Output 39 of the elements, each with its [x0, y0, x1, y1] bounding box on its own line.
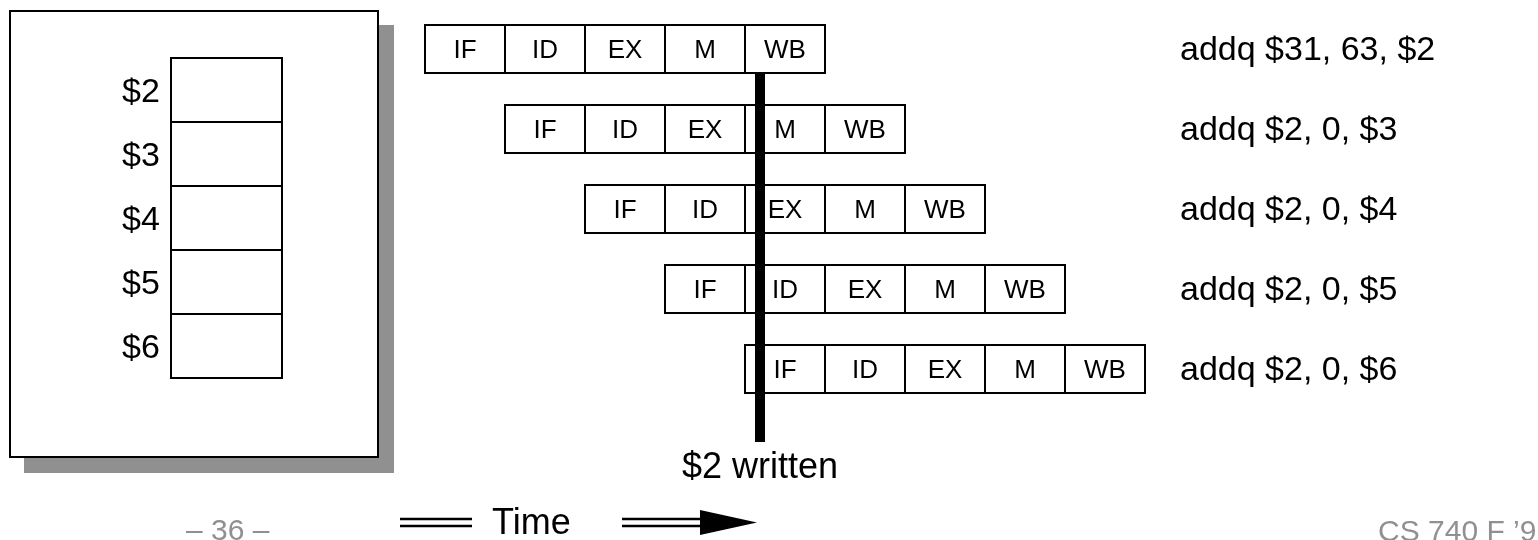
axis-label: Time	[492, 504, 571, 540]
pipeline-stage-cell: EX	[904, 344, 986, 394]
register-name: $4	[122, 201, 160, 235]
pipeline-stage-cell: EX	[664, 104, 746, 154]
instruction-text: addq $2, 0, $4	[1180, 191, 1398, 225]
register-cell	[170, 121, 283, 187]
annotation-text: $2 written	[682, 448, 839, 484]
register-name: $3	[122, 137, 160, 171]
pipeline-stage-cell: WB	[1064, 344, 1146, 394]
pipeline-stage-cell: M	[904, 264, 986, 314]
pipeline-stage-cell: ID	[664, 184, 746, 234]
register-name: $6	[122, 329, 160, 363]
register-name: $2	[122, 73, 160, 107]
pipeline-stage-cell: IF	[584, 184, 666, 234]
register-cell	[170, 249, 283, 315]
pipeline-stage-cell: EX	[584, 24, 666, 74]
pipeline-stage-cell: ID	[504, 24, 586, 74]
instruction-text: addq $2, 0, $3	[1180, 111, 1398, 145]
pipeline-stage-cell: IF	[424, 24, 506, 74]
instruction-text: addq $2, 0, $6	[1180, 351, 1398, 385]
pipeline-stage-cell: WB	[904, 184, 986, 234]
pipeline-stage-cell: M	[984, 344, 1066, 394]
pipeline-stage-cell: M	[824, 184, 906, 234]
register-cell	[170, 57, 283, 123]
register-cell	[170, 313, 283, 379]
instruction-text: addq $31, 63, $2	[1180, 31, 1436, 65]
instruction-text: addq $2, 0, $5	[1180, 271, 1398, 305]
pipeline-stage-cell: ID	[584, 104, 666, 154]
pipeline-stage-cell: M	[664, 24, 746, 74]
pipeline-stage-cell: ID	[824, 344, 906, 394]
page-number: – 36 –	[186, 515, 270, 540]
register-name: $5	[122, 265, 160, 299]
pipeline-stage-cell: WB	[824, 104, 906, 154]
register-cell	[170, 185, 283, 251]
pipeline-stage-cell: WB	[744, 24, 826, 74]
pipeline-stage-cell: IF	[664, 264, 746, 314]
pipeline-stage-cell: IF	[504, 104, 586, 154]
pipeline-stage-cell: EX	[824, 264, 906, 314]
pipeline-stage-cell: WB	[984, 264, 1066, 314]
